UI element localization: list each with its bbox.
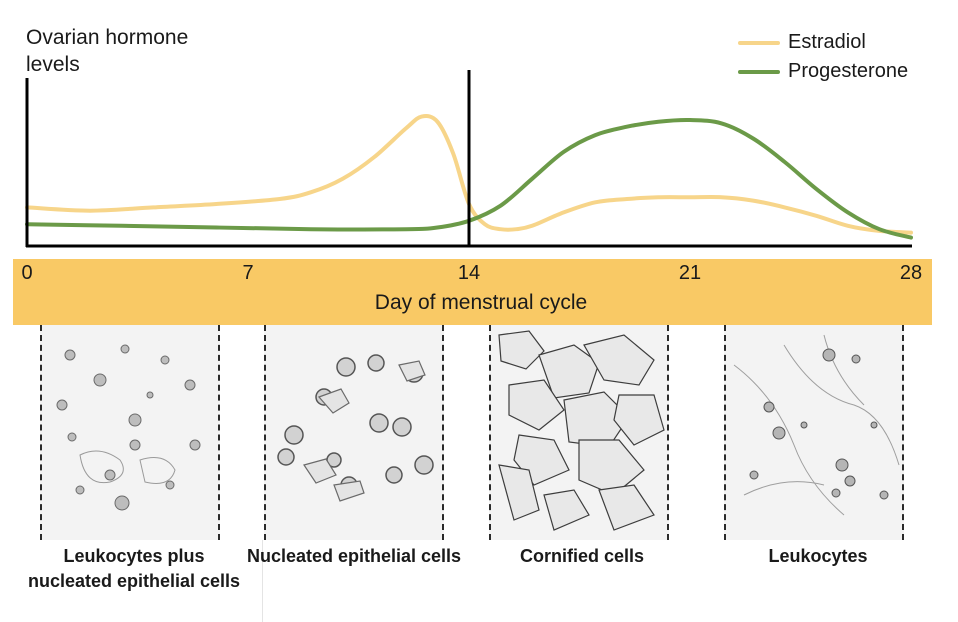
smear-image <box>277 354 434 502</box>
x-tick-label: 21 <box>678 262 702 284</box>
legend-label-estradiol: Estradiol <box>788 31 866 53</box>
legend-item-progesterone: Progesterone <box>738 57 908 86</box>
x-tick-label: 7 <box>242 262 254 284</box>
legend-swatch-estradiol <box>738 40 780 45</box>
smear-panel-cornified <box>489 325 669 540</box>
legend-item-estradiol: Estradiol <box>738 28 908 57</box>
series-line-estradiol <box>25 114 913 235</box>
legend-swatch-progesterone <box>738 69 780 74</box>
y-axis-title: Ovarian hormone levels <box>26 26 189 76</box>
smear-caption: Nucleated epithelial cells <box>246 546 462 566</box>
smear-caption: Leukocytes <box>768 546 868 566</box>
x-axis-band <box>13 259 932 325</box>
x-tick-label: 0 <box>21 262 33 284</box>
legend-label-progesterone: Progesterone <box>788 60 909 82</box>
series-line-progesterone <box>25 117 913 240</box>
caption-divider <box>262 540 263 622</box>
smear-image <box>733 334 900 516</box>
hormone-chart <box>25 70 913 248</box>
legend: Estradiol Progesterone <box>738 28 908 86</box>
x-tick-label: 14 <box>457 262 481 284</box>
smear-panel-leukocytes <box>724 325 904 540</box>
smear-image <box>56 344 201 511</box>
smear-caption: Leukocytes plus nucleated epithelial cel… <box>27 546 241 591</box>
smear-caption: Cornified cells <box>519 546 645 566</box>
smear-panel-nucleated <box>264 325 444 540</box>
smear-panel-leukocytes-nucleated <box>40 325 220 540</box>
smear-image <box>498 330 665 531</box>
x-axis-title: Day of menstrual cycle <box>374 291 588 314</box>
series-layer <box>25 114 913 240</box>
x-tick-label: 28 <box>899 262 923 284</box>
